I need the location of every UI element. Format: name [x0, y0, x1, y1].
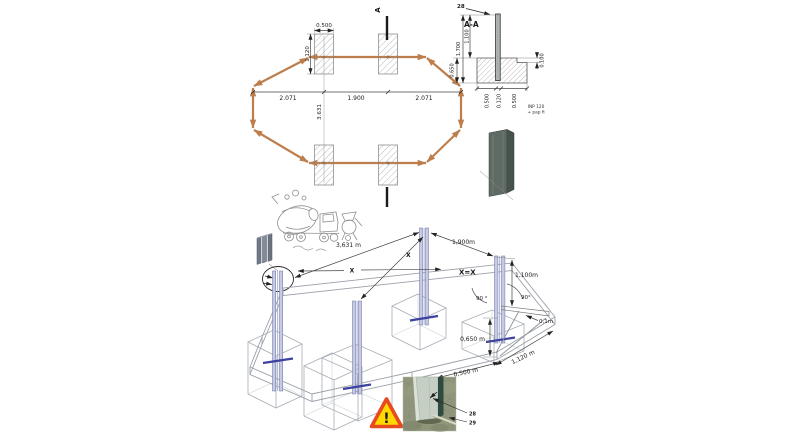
section-footing [476, 57, 528, 84]
svg-text:1.120: 1.120 [305, 46, 311, 62]
warning-icon: ! [369, 397, 404, 429]
dim-offset-label: 0,500 m [453, 366, 479, 378]
dim-total-height: 1.700 [456, 14, 495, 84]
x-label-1: X [350, 268, 355, 275]
beam-bundle-icon [256, 233, 279, 272]
dim-step: 0.100 [517, 52, 546, 69]
photo-callout-28: 28 [469, 412, 476, 418]
section-title: A-A [464, 20, 479, 29]
bundle-leader-line [268, 263, 279, 272]
footing-top-left [314, 33, 334, 75]
steel-profile-3d [479, 129, 515, 201]
photo-callouts: 28 29 [432, 398, 476, 427]
svg-text:0.500: 0.500 [485, 94, 491, 108]
steel-columns [262, 227, 516, 395]
photo-callout-29: 29 [469, 421, 476, 427]
section-callout-leader [465, 8, 491, 16]
plan-footings [314, 33, 398, 186]
dim-post-height: 1.100 [465, 14, 472, 59]
dim-span-label: 1,900m [452, 239, 475, 246]
profile-note: INP 120 + pap fi [527, 104, 544, 116]
svg-text:1.700: 1.700 [456, 42, 462, 56]
svg-text:1.900: 1.900 [347, 95, 364, 102]
steel-column-middle [342, 300, 372, 395]
dim-vertical: 3.631 [317, 104, 323, 120]
svg-text:2.071: 2.071 [279, 95, 296, 102]
svg-text:0.500: 0.500 [512, 94, 518, 108]
base-rebar [262, 357, 294, 365]
dim-height-label: 1,100m [515, 272, 538, 279]
svg-text:INP 120: INP 120 [528, 104, 545, 110]
section-mark-label: A [374, 7, 382, 13]
dim-embed-label: 0,650 m [460, 336, 485, 343]
angle-left-label: 90 ° [476, 296, 488, 302]
dim-base-chain: 0.500 0.120 0.500 [474, 83, 530, 108]
foundation-box [391, 293, 447, 351]
steel-column-center [409, 227, 439, 326]
iso-view: 3,631 m 1,900m X X X=X 1,100m 90 ° 90° 0… [247, 189, 556, 432]
warning-exclamation: ! [383, 411, 389, 427]
section-view: 28 A-A 0.650 1.700 1.100 [450, 4, 546, 116]
dim-horizontal-chain: 2.071 1.900 2.071 [250, 89, 464, 102]
ring-beam [249, 262, 556, 402]
svg-text:2.071: 2.071 [415, 95, 432, 102]
svg-text:1.100: 1.100 [465, 29, 471, 43]
svg-text:+ pap fi: + pap fi [527, 110, 544, 116]
foundation-box [320, 343, 394, 422]
dim-plate-label: 0,1m [539, 319, 553, 325]
dim-spacing-label: 3,631 m [336, 242, 361, 249]
svg-text:0.650: 0.650 [450, 63, 456, 77]
x-equal-label: X=X [459, 269, 476, 277]
dim-footing-width: 0.500 [314, 23, 334, 33]
dim-footing-depth: 0.650 [450, 57, 477, 84]
svg-text:0.500: 0.500 [316, 23, 332, 29]
section-cut-line: A [374, 7, 389, 207]
angle-right-label: 90° [521, 295, 531, 301]
profile-leader-line [479, 170, 514, 201]
section-callout-28: 28 [457, 4, 465, 10]
base-rebar [409, 314, 439, 322]
dim-footing-height: 1.120 [305, 33, 314, 75]
steel-column-left [262, 270, 294, 392]
x-label-2: X [406, 252, 411, 259]
svg-text:0.100: 0.100 [540, 53, 546, 67]
svg-text:0.120: 0.120 [497, 94, 503, 108]
column-base-photo [402, 376, 457, 432]
octagon-perimeter [249, 53, 465, 167]
base-rebar [342, 383, 372, 391]
plan-view: A 0.500 1.120 2.071 1.900 2.071 3.631 [249, 7, 465, 207]
